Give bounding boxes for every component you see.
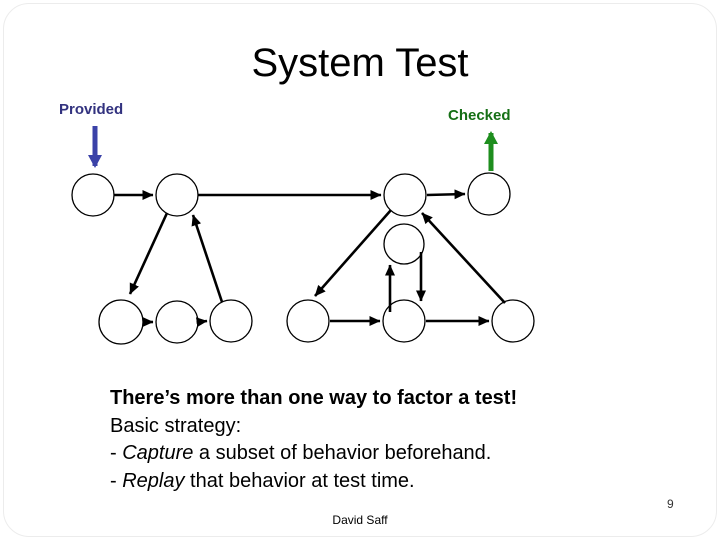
diagram-node-j <box>382 299 426 343</box>
diagram-edge-g-f <box>314 209 392 297</box>
body-line-3-rest: a subset of behavior beforehand. <box>193 442 492 464</box>
diagram-node-a <box>71 173 115 217</box>
provided-label: Provided <box>59 101 124 118</box>
slide-title: System Test <box>251 41 469 85</box>
body-line-4-rest: that behavior at test time. <box>184 469 415 492</box>
body-line-3-prefix: - <box>110 442 123 464</box>
diagram-node-e <box>209 299 253 343</box>
diagram-node-c <box>98 299 144 345</box>
body-line-3: - Capture a subset of behavior beforehan… <box>110 440 517 468</box>
checked-label: Checked <box>448 107 511 124</box>
body-line-4-prefix: - <box>110 469 123 492</box>
body-text-block: There’s more than one way to factor a te… <box>110 385 517 495</box>
diagram-node-d <box>155 300 199 344</box>
diagram-edge-b-c <box>128 212 169 295</box>
diagram-node-k <box>491 299 535 343</box>
diagram-edge-e-b <box>191 214 224 303</box>
body-line-1: There’s more than one way to factor a te… <box>110 387 518 409</box>
diagram-node-b <box>155 173 199 217</box>
footer-author: David Saff <box>332 513 388 527</box>
diagram-node-i <box>383 223 425 265</box>
body-line-4: - Replay that behavior at test time. <box>110 468 517 496</box>
diagram-edge-k-g <box>421 212 506 304</box>
diagram-node-f <box>286 299 330 343</box>
body-line-3-italic: Capture <box>122 442 194 464</box>
diagram-edge-d-e <box>196 317 208 328</box>
diagram-edge-g-h <box>426 189 466 200</box>
body-line-2: Basic strategy: <box>110 414 242 437</box>
page-number: 9 <box>667 497 674 511</box>
diagram-node-h <box>467 172 511 216</box>
body-line-4-italic: Replay <box>122 469 185 492</box>
diagram-node-g <box>383 173 427 217</box>
